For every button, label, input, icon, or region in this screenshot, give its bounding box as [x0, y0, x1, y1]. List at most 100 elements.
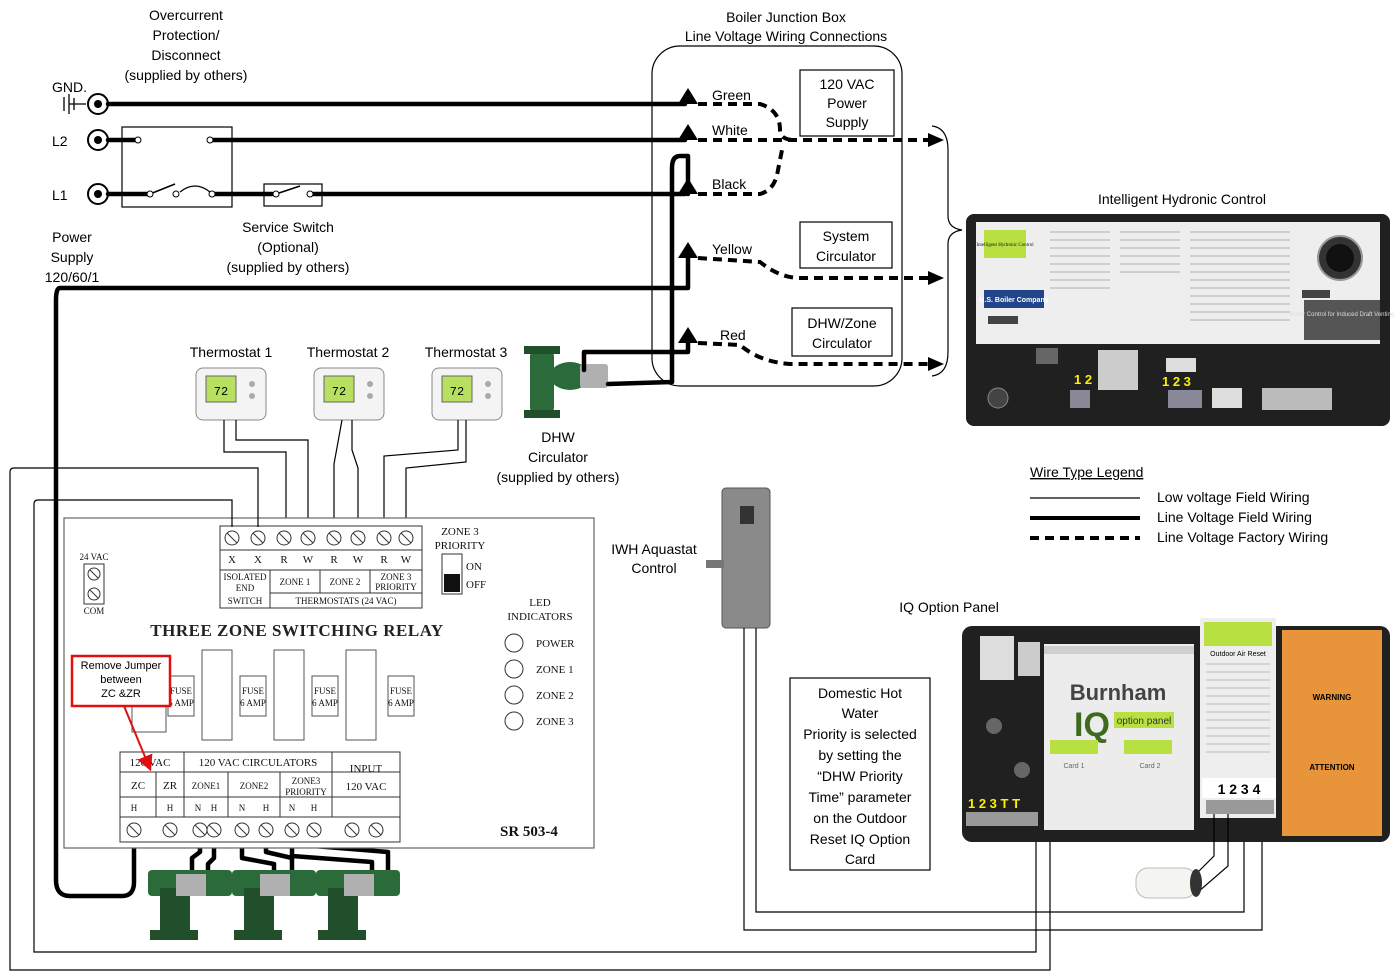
relay-switch-label: SWITCH — [228, 596, 263, 606]
iq-option-text: option panel — [1117, 716, 1172, 727]
control-side-tag: Boiler Control for Induced Draft Venting — [1290, 312, 1394, 318]
ground-symbol-icon — [63, 94, 86, 114]
fuse1-label: FUSE — [170, 686, 193, 696]
service-switch-label-1: Service Switch — [242, 219, 334, 235]
led-title-2: INDICATORS — [507, 611, 572, 623]
system-circulator-label-1: System — [823, 228, 870, 244]
low-voltage-loops — [9, 467, 1051, 971]
fuse2-label: FUSE — [242, 686, 265, 696]
aquastat-label-2: Control — [631, 560, 676, 576]
wire-legend: Wire Type Legend Low voltage Field Wirin… — [1030, 464, 1328, 545]
brace — [931, 125, 963, 377]
wire-black-label: Black — [712, 176, 747, 192]
term-zone1-label: ZONE1 — [192, 781, 221, 791]
fuse3-rating: 6 AMP — [312, 698, 338, 708]
relay-term-x1: X — [228, 554, 236, 566]
relay-input-label-2: 120 VAC — [346, 781, 387, 793]
term-zc-label: ZC — [131, 780, 145, 792]
relay-components — [131, 649, 415, 741]
priority-switch-label-2: PRIORITY — [435, 540, 486, 552]
iq-attention-text: ATTENTION — [1309, 763, 1354, 772]
thermostats: Thermostat 1 Thermostat 2 Thermostat 3 7… — [190, 344, 507, 421]
aquastat-icon — [706, 487, 771, 629]
fuse1-rating: 6 AMP — [168, 698, 194, 708]
term-h4: H — [263, 803, 270, 813]
relay-zone3-priority-label: PRIORITY — [375, 582, 417, 592]
thermostat-2-label: Thermostat 2 — [307, 344, 390, 360]
led-title-1: LED — [529, 597, 550, 609]
relay-term-x2: X — [254, 554, 262, 566]
supply-label-1: Power — [52, 229, 92, 245]
dhw-circ-label-1: DHW — [541, 429, 575, 445]
dhw-circulator: DHW Circulator (supplied by others) — [497, 346, 620, 485]
iq-left-terminals: 1 2 3 T T — [968, 796, 1020, 811]
l1-label: L1 — [52, 187, 68, 203]
wire-red-label: Red — [720, 327, 746, 343]
l2-label: L2 — [52, 133, 68, 149]
priority-on-label: ON — [466, 561, 482, 573]
wire-yellow-label: Yellow — [712, 241, 753, 257]
switching-relay: X X R W R W R W ISOLATED END SWITCH ZONE… — [63, 517, 595, 849]
thermostat-3-icon: 72 — [431, 367, 503, 421]
power-supply-label-2: Power — [827, 95, 867, 111]
overcurrent-label-3: Disconnect — [151, 47, 220, 63]
supply-label-3: 120/60/1 — [45, 269, 100, 285]
iq-logo: IQ — [1074, 706, 1110, 744]
jumper-note-3: ZC &ZR — [101, 688, 141, 700]
power-supply-box — [799, 69, 895, 137]
relay-bottom-screws — [126, 822, 384, 838]
hydronic-control: Intelligent Hydronic Control Intelligent… — [966, 191, 1394, 426]
control-title: Intelligent Hydronic Control — [1098, 191, 1266, 207]
relay-input-label-1: INPUT — [350, 763, 383, 775]
dhw-zone-label-2: Circulator — [812, 335, 872, 351]
dhw-note-2: Water — [842, 705, 879, 721]
wire-white-label: White — [712, 122, 748, 138]
dhw-note-7: on the Outdoor — [813, 810, 907, 826]
zone2-pump-icon — [232, 870, 316, 940]
relay-thermostats-label: THERMOSTATS (24 VAC) — [296, 596, 397, 606]
power-supply-label-1: 120 VAC — [820, 76, 875, 92]
connector-arrows — [678, 88, 698, 343]
overcurrent-label-2: Protection/ — [153, 27, 220, 43]
power-supply-label-3: Supply — [826, 114, 869, 130]
power-supply-section: Overcurrent Protection/ Disconnect (supp… — [45, 7, 350, 285]
relay-term-w3: W — [401, 554, 412, 566]
relay-end-label: END — [236, 583, 255, 593]
system-circulator-box — [799, 221, 893, 269]
term-zr-label: ZR — [163, 780, 178, 792]
relay-title: THREE ZONE SWITCHING RELAY — [150, 621, 443, 640]
relay-24vac-label: 24 VAC — [80, 552, 109, 562]
relay-term-w1: W — [303, 554, 314, 566]
dhw-circ-label-2: Circulator — [528, 449, 588, 465]
control-logo — [984, 230, 1026, 258]
led-zone2-label: ZONE 2 — [536, 690, 574, 702]
control-terminal-strip — [987, 348, 1332, 410]
junction-box-title-2: Line Voltage Wiring Connections — [685, 28, 887, 44]
dhw-zone-label-1: DHW/Zone — [807, 315, 876, 331]
iq-warning-text: WARNING — [1313, 693, 1352, 702]
dhw-priority-note: Domestic Hot Water Priority is selected … — [789, 677, 931, 871]
svg-text:72: 72 — [214, 385, 228, 399]
term-h5: H — [311, 803, 318, 813]
relay-com-label: COM — [84, 606, 105, 616]
term-h2: H — [167, 803, 174, 813]
relay-term-r2: R — [330, 554, 338, 566]
fuse3-label: FUSE — [314, 686, 337, 696]
control-text-lines — [1050, 231, 1290, 321]
overcurrent-label-4: (supplied by others) — [125, 67, 248, 83]
thermostat-2-icon: 72 — [313, 367, 385, 421]
term-zone3-label: ZONE3 — [292, 776, 321, 786]
jumper-note-1: Remove Jumper — [81, 660, 162, 672]
aquastat: IWH Aquastat Control — [611, 487, 1263, 931]
iq-option-panel: IQ Option Panel WARNING ATTENTION Burnha… — [899, 599, 1390, 899]
dhw-circ-label-3: (supplied by others) — [497, 469, 620, 485]
zone-circulators — [148, 870, 400, 940]
led-indicators — [504, 633, 524, 731]
factory-wiring — [697, 102, 944, 371]
dhw-note-5: “DHW Priority — [817, 768, 903, 784]
legend-line-factory: Line Voltage Factory Wiring — [1157, 529, 1328, 545]
disconnect-box — [121, 126, 233, 208]
iq-card2: Card 2 — [1139, 763, 1160, 770]
thermostat-1-icon: 72 — [195, 367, 267, 421]
